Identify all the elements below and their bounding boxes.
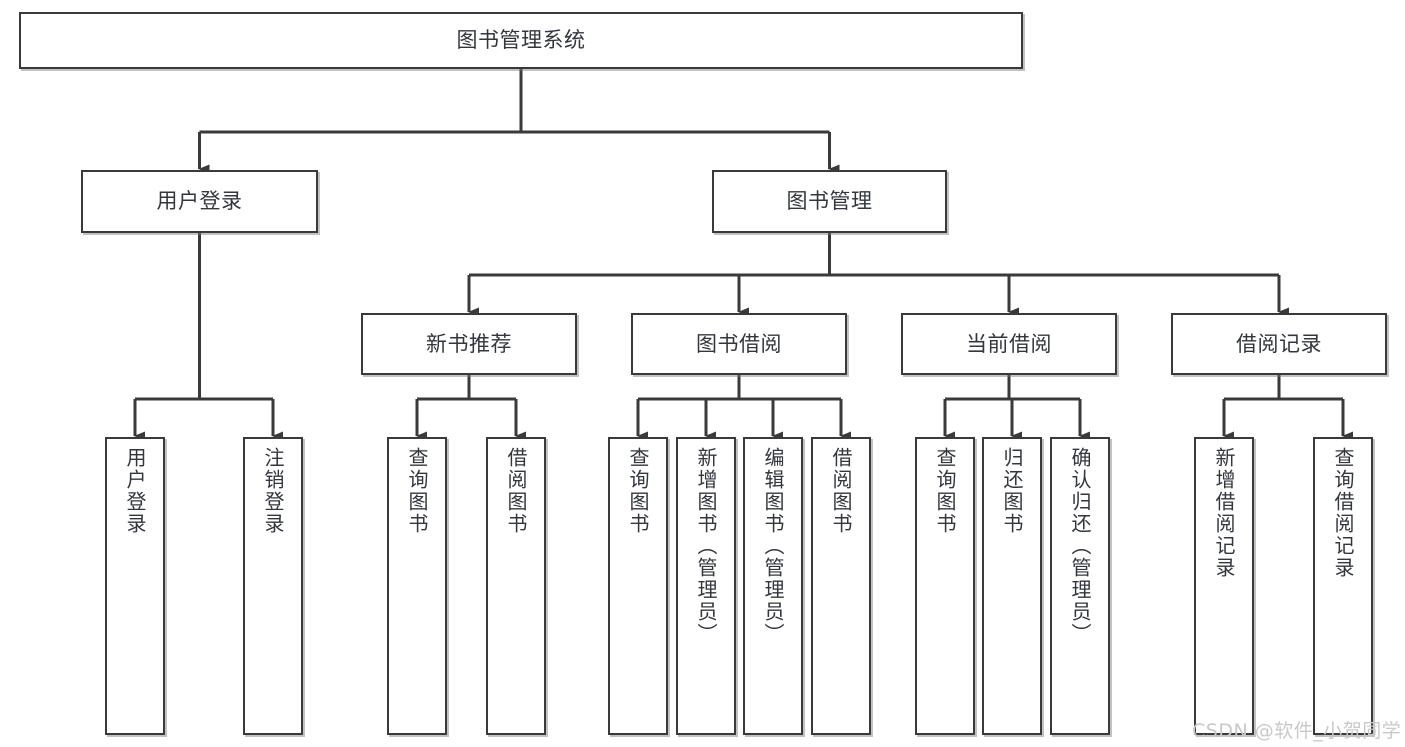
node-leaf-return-book: 归还图书: [982, 437, 1042, 735]
node-label: 借阅图书: [829, 447, 853, 535]
node-leaf-query-book: 查询图书: [608, 437, 668, 735]
node-current: 当前借阅: [901, 313, 1117, 375]
node-label: 图书管理: [786, 189, 873, 214]
node-borrow: 图书借阅: [631, 313, 847, 375]
node-label: 用户登录: [156, 189, 243, 214]
node-label: 新增借阅记录: [1212, 447, 1236, 579]
node-leaf-confirm-return: 确认归还（管理员）: [1050, 437, 1110, 735]
node-label: 新书推荐: [426, 331, 512, 356]
node-leaf-borrow-book-new: 借阅图书: [486, 437, 546, 735]
node-leaf-edit-book: 编辑图书（管理员）: [743, 437, 803, 735]
node-label: 借阅图书: [504, 447, 528, 535]
node-label: 图书借阅: [696, 331, 782, 356]
node-leaf-add-record: 新增借阅记录: [1194, 437, 1254, 735]
node-label: 图书管理系统: [456, 28, 586, 53]
node-label: 注销登录: [261, 447, 285, 535]
node-leaf-add-book: 新增图书（管理员）: [676, 437, 736, 735]
node-label: 查询图书: [933, 447, 957, 535]
node-leaf-user-logout: 注销登录: [243, 437, 303, 735]
node-records: 借阅记录: [1171, 313, 1387, 375]
node-leaf-query-record: 查询借阅记录: [1313, 437, 1373, 735]
node-leaf-query-book-cur: 查询图书: [915, 437, 975, 735]
node-label: 确认归还（管理员）: [1068, 447, 1092, 645]
node-leaf-user-login: 用户登录: [105, 437, 165, 735]
node-label: 当前借阅: [966, 331, 1052, 356]
node-leaf-borrow-book: 借阅图书: [811, 437, 871, 735]
edge-group: [133, 69, 1353, 441]
node-root: 图书管理系统: [19, 12, 1023, 69]
node-newbook: 新书推荐: [361, 313, 577, 375]
node-label: 查询借阅记录: [1331, 447, 1355, 579]
node-label: 用户登录: [123, 447, 147, 535]
node-label: 查询图书: [405, 447, 429, 535]
node-label: 编辑图书（管理员）: [761, 447, 785, 645]
node-label: 查询图书: [626, 447, 650, 535]
node-leaf-query-book-new: 查询图书: [387, 437, 447, 735]
node-bookmgmt: 图书管理: [712, 170, 947, 233]
node-label: 归还图书: [1000, 447, 1024, 535]
node-label: 新增图书（管理员）: [694, 447, 718, 645]
node-login: 用户登录: [81, 170, 318, 233]
node-label: 借阅记录: [1236, 331, 1322, 356]
